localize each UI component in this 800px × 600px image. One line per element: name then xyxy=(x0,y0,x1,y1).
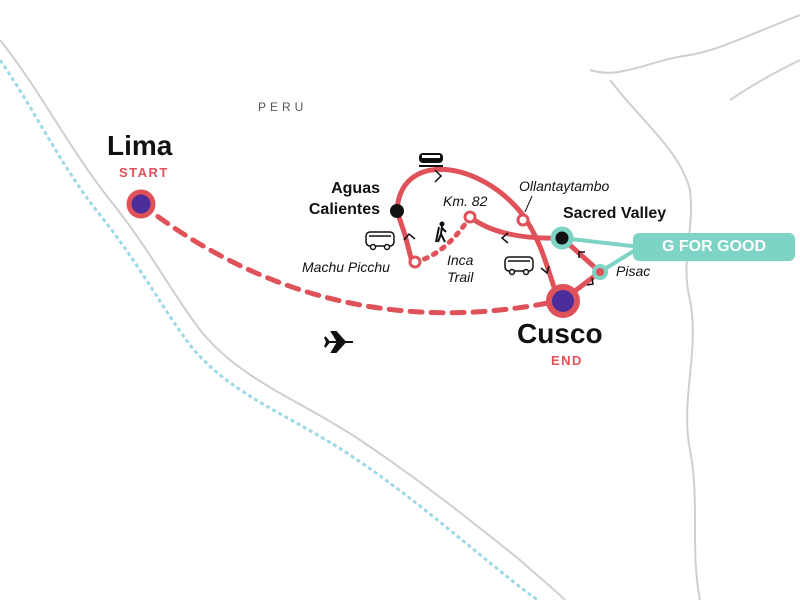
bus-icon xyxy=(504,256,534,276)
pisac-marker[interactable] xyxy=(592,264,608,280)
inca-trail-line2: Trail xyxy=(447,269,474,285)
bus-route-km82 xyxy=(468,214,563,241)
km82-marker[interactable] xyxy=(463,210,477,224)
bus-route-machu-picchu xyxy=(394,210,415,263)
plane-icon xyxy=(324,331,353,353)
hiker-icon xyxy=(435,221,447,243)
machu-picchu-label: Machu Picchu xyxy=(302,259,390,275)
aguas-label-line1: Aguas xyxy=(331,180,380,197)
country-border xyxy=(729,59,800,101)
aguas-calientes-marker[interactable] xyxy=(390,204,404,218)
bus-icon xyxy=(365,231,395,251)
flight-route xyxy=(138,201,566,316)
ollantaytambo-marker[interactable] xyxy=(516,213,530,227)
coastline xyxy=(0,39,566,600)
cusco-label: Cusco xyxy=(517,318,603,349)
start-tag: START xyxy=(119,165,169,180)
aguas-label-line2: Calientes xyxy=(308,201,380,218)
ollantaytambo-leader xyxy=(524,195,533,213)
end-tag: END xyxy=(551,353,583,368)
machu-picchu-marker[interactable] xyxy=(408,255,422,269)
cusco-marker[interactable] xyxy=(546,284,580,318)
km82-label: Km. 82 xyxy=(443,193,488,209)
country-label: PERU xyxy=(258,100,308,114)
ocean-line xyxy=(0,59,539,600)
train-icon xyxy=(419,153,443,167)
ollantaytambo-label: Ollantaytambo xyxy=(519,178,610,194)
g-for-good-badge[interactable]: G FOR GOOD xyxy=(633,233,795,261)
lima-label: Lima xyxy=(107,130,173,161)
sacred-valley-marker[interactable] xyxy=(550,226,574,250)
sacred-valley-label: Sacred Valley xyxy=(563,205,667,222)
inca-trail-label: Inca Trail xyxy=(447,252,473,286)
direction-arrows xyxy=(403,169,594,286)
pisac-label: Pisac xyxy=(616,263,651,279)
inca-trail-line1: Inca xyxy=(447,252,474,268)
inca-trail-route xyxy=(412,214,473,265)
aguas-calientes-label: Aguas Calientes xyxy=(309,178,380,220)
country-border xyxy=(609,79,701,600)
country-border xyxy=(589,14,800,74)
lima-marker[interactable] xyxy=(126,189,156,219)
train-route xyxy=(394,166,558,291)
